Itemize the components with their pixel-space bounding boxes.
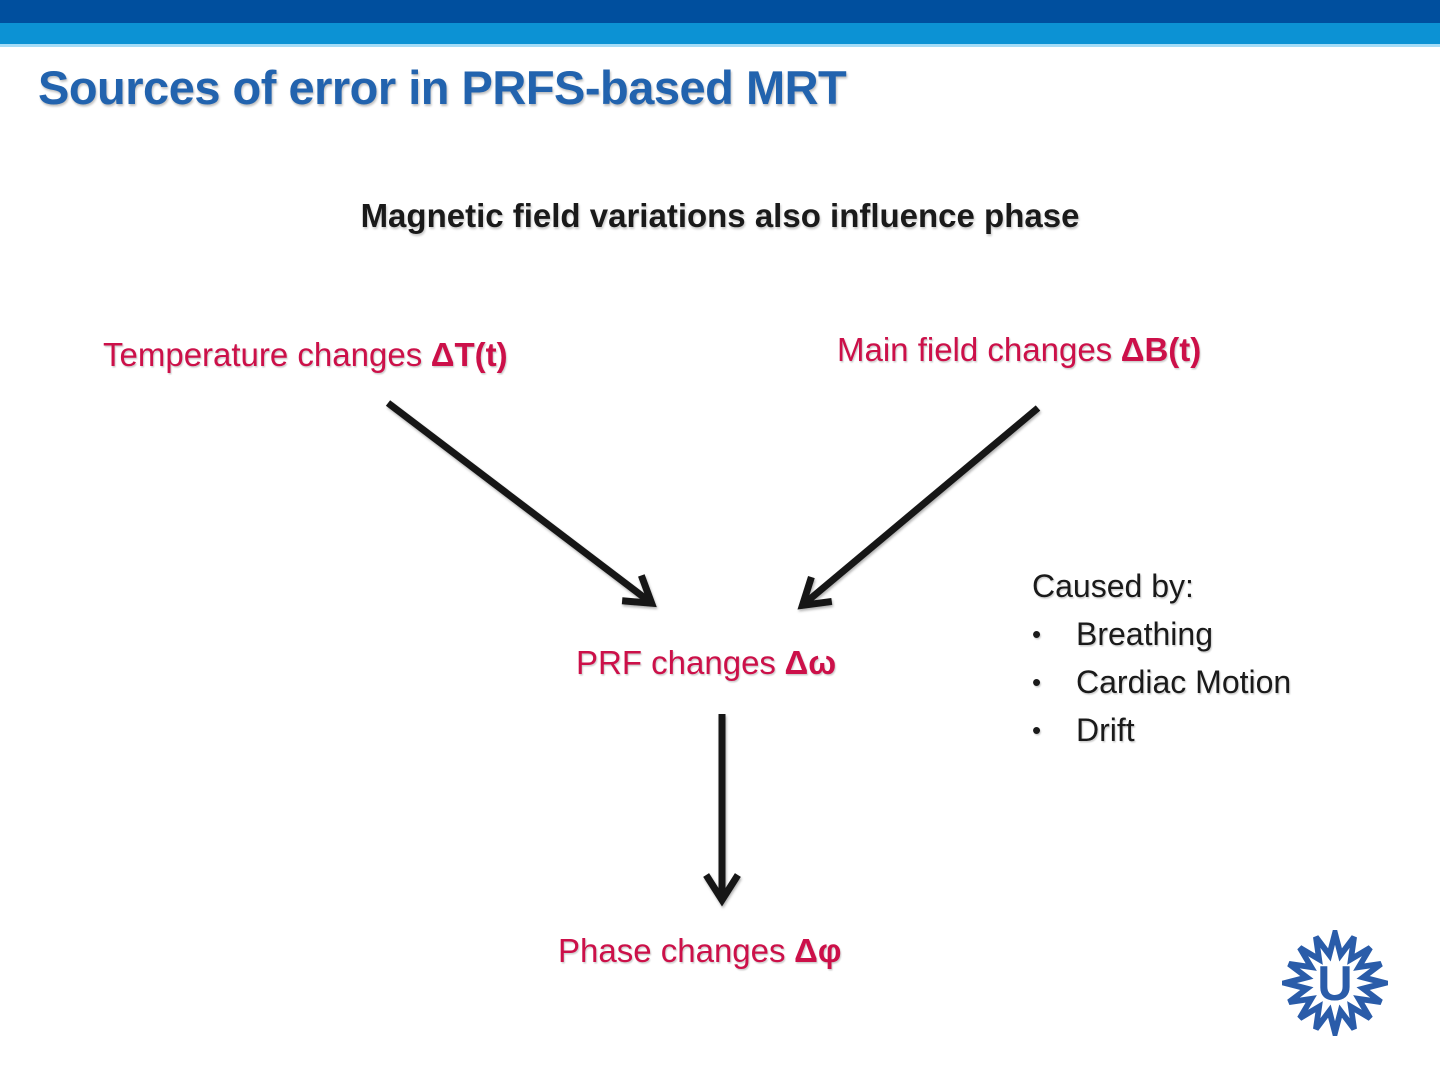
caused-by-heading: Caused by: <box>1032 568 1194 604</box>
node-temperature-symbol: ΔT(t) <box>430 336 508 373</box>
arrow-temperature-to-prf <box>385 400 657 608</box>
node-main-field-label: Main field changes <box>837 331 1113 368</box>
arrow-mainfield-to-prf <box>797 405 1041 610</box>
list-item: • Cardiac Motion <box>1032 658 1291 706</box>
node-prf-label: PRF changes <box>576 644 776 681</box>
node-temperature-label: Temperature changes <box>103 336 423 373</box>
header-bar-light <box>0 23 1440 44</box>
list-item: • Breathing <box>1032 610 1291 658</box>
bullet-icon: • <box>1032 715 1042 745</box>
node-main-field-symbol: ΔB(t) <box>1120 331 1202 368</box>
header-bar-dark <box>0 0 1440 23</box>
slide-subtitle: Magnetic field variations also influence… <box>360 197 1080 234</box>
logo-sunburst-ring <box>1273 921 1397 1045</box>
caused-by-list: Caused by: • Breathing • Cardiac Motion • D… <box>1032 562 1291 754</box>
caused-by-item-label: Cardiac Motion <box>1076 664 1292 700</box>
caused-by-item-label: Drift <box>1076 712 1135 748</box>
bullet-icon: • <box>1032 619 1042 649</box>
header-bar-pale-edge <box>0 44 1440 47</box>
umc-utrecht-logo: U <box>1273 921 1397 1045</box>
caused-by-item-label: Breathing <box>1076 616 1213 652</box>
node-prf-symbol: Δω <box>784 644 837 681</box>
slide-title: Sources of error in PRFS-based MRT <box>38 61 847 114</box>
node-phase-symbol: Δφ <box>794 932 842 969</box>
node-phase-label: Phase changes <box>558 932 786 969</box>
sunburst-logo-icon: U <box>1273 921 1397 1045</box>
bullet-icon: • <box>1032 667 1042 697</box>
logo-letter: U <box>1317 957 1352 1011</box>
list-item: • Drift <box>1032 706 1291 754</box>
